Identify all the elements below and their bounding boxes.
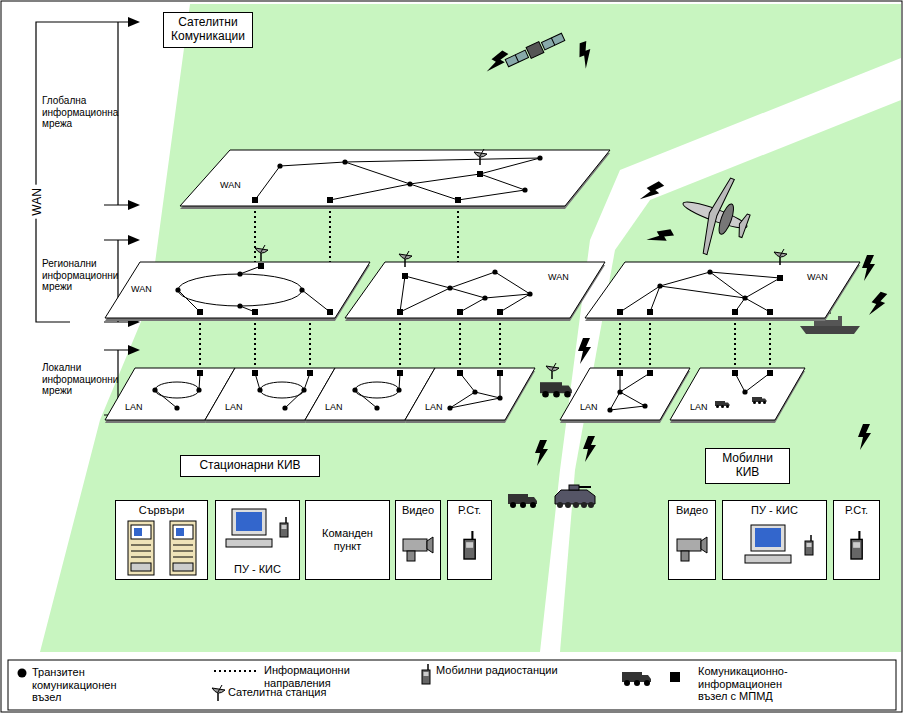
mobile-lan-plane: LAN [670, 368, 805, 420]
regional-wan-plane: WAN [345, 262, 605, 318]
mobile-region [560, 100, 901, 652]
level-label: Регионални информационни мрежи [42, 258, 116, 293]
level-label: Глобална информационна мрежа [42, 95, 116, 130]
box-label: Р.Ст. [845, 504, 868, 517]
info-direction [329, 206, 331, 262]
info-direction [399, 318, 401, 368]
info-direction [499, 318, 501, 368]
info-direction [254, 206, 256, 262]
plane-shape [405, 368, 535, 420]
regional-wan-plane: WAN [105, 262, 370, 318]
servers-box: Сървъри [115, 500, 208, 580]
plane-label: LAN [425, 402, 443, 412]
global-wan-plane: WAN [180, 150, 610, 206]
box-label: Видео [676, 504, 708, 517]
plane-shape [560, 368, 690, 420]
workstation-box: ПУ - КИС [722, 500, 827, 580]
plane-label: WAN [807, 272, 828, 282]
legend-text: Сателитна станция [228, 686, 378, 699]
plane-label: LAN [690, 402, 708, 412]
mobile-wan-plane: WAN [585, 262, 860, 318]
plane-shape [180, 150, 610, 206]
box-label: Сървъри [139, 504, 185, 517]
bracket-arrowheads [128, 17, 140, 420]
plane-label: WAN [548, 272, 569, 282]
video-box: Видео [395, 500, 441, 580]
radio-links [485, 41, 888, 466]
box-label: Мобилни КИВ [710, 452, 785, 480]
box-label: Сателитни Комуникации [168, 16, 248, 44]
stationary-kiv-box: Стационарни КИВ [180, 455, 320, 477]
info-direction [619, 318, 621, 368]
info-direction [459, 318, 461, 368]
box-label: Видео [402, 504, 434, 517]
radio-box: Р.Ст. [447, 500, 492, 580]
info-direction [457, 206, 459, 262]
plane-label: LAN [325, 402, 343, 412]
level-brackets [36, 22, 128, 415]
info-direction [649, 318, 651, 368]
plane-label: LAN [225, 402, 243, 412]
plane-label: LAN [125, 402, 143, 412]
info-direction [254, 318, 256, 368]
plane-label: LAN [580, 402, 598, 412]
info-direction [734, 318, 736, 368]
plane-label: WAN [220, 180, 241, 190]
legend-box [8, 660, 896, 710]
legend-samples [18, 664, 681, 701]
box-label: Стационарни КИВ [185, 459, 315, 473]
legend-text: Транзитен комуникационен възел [32, 666, 127, 704]
legend-text: Мобилни радиостанции [436, 664, 586, 677]
plane-shape [345, 262, 605, 318]
box-label: Р.Ст. [458, 504, 481, 517]
box-label: Команден пункт [310, 527, 385, 552]
plane-label: WAN [131, 284, 152, 294]
stationary-region [40, 4, 901, 652]
level-label: Локални информационни мрежи [42, 362, 116, 397]
satellite-box: Сателитни Комуникации [163, 12, 253, 48]
workstation-box: ПУ - КИС [215, 500, 300, 580]
legend-text: Информационни направления [264, 664, 414, 689]
info-direction [309, 318, 311, 368]
satellite [504, 31, 565, 68]
box-label: ПУ - КИС [751, 504, 798, 517]
box-label: ПУ - КИС [234, 563, 281, 576]
plane-shape [585, 262, 860, 318]
bracket-label: WAN [31, 185, 45, 219]
mobile-lan-plane: LAN [560, 368, 690, 420]
command-post-box: Команден пункт [305, 500, 390, 580]
plane-shape [670, 368, 805, 420]
lan-plane: LAN [405, 368, 535, 420]
radio-box: Р.Ст. [833, 500, 880, 580]
video-box: Видео [668, 500, 716, 580]
awacs-aircraft [669, 166, 760, 264]
info-direction [199, 318, 201, 368]
legend-text: Комуникационно-информационен възел с МПМ… [698, 665, 808, 703]
mobile-kiv-box: Мобилни КИВ [705, 448, 790, 484]
info-direction [769, 318, 771, 368]
